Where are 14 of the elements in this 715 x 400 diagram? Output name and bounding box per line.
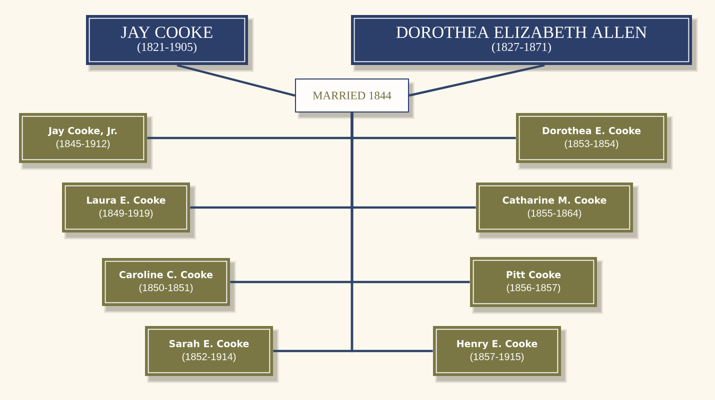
parent-box: JAY COOKE (1821-1905) [86, 15, 254, 72]
child-box: Catharine M. Cooke (1855-1864) [476, 182, 639, 240]
connector-line [350, 112, 433, 352]
child-box: Sarah E. Cooke (1852-1914) [145, 326, 279, 383]
connector-line [176, 64, 296, 97]
child-box: Caroline C. Cooke (1850-1851) [102, 258, 236, 313]
child-box: Henry E. Cooke (1857-1915) [433, 326, 567, 383]
marriage-box: MARRIED 1844 [295, 78, 414, 119]
child-box: Dorothea E. Cooke (1853-1854) [516, 113, 673, 170]
connector-line [408, 64, 545, 97]
child-box: Laura E. Cooke (1849-1919) [62, 182, 196, 240]
child-box: Pitt Cooke (1856-1857) [470, 257, 603, 314]
child-box: Jay Cooke, Jr. (1845-1912) [19, 113, 153, 170]
parent-box: DOROTHEA ELIZABETH ALLEN (1827-1871) [351, 15, 698, 72]
